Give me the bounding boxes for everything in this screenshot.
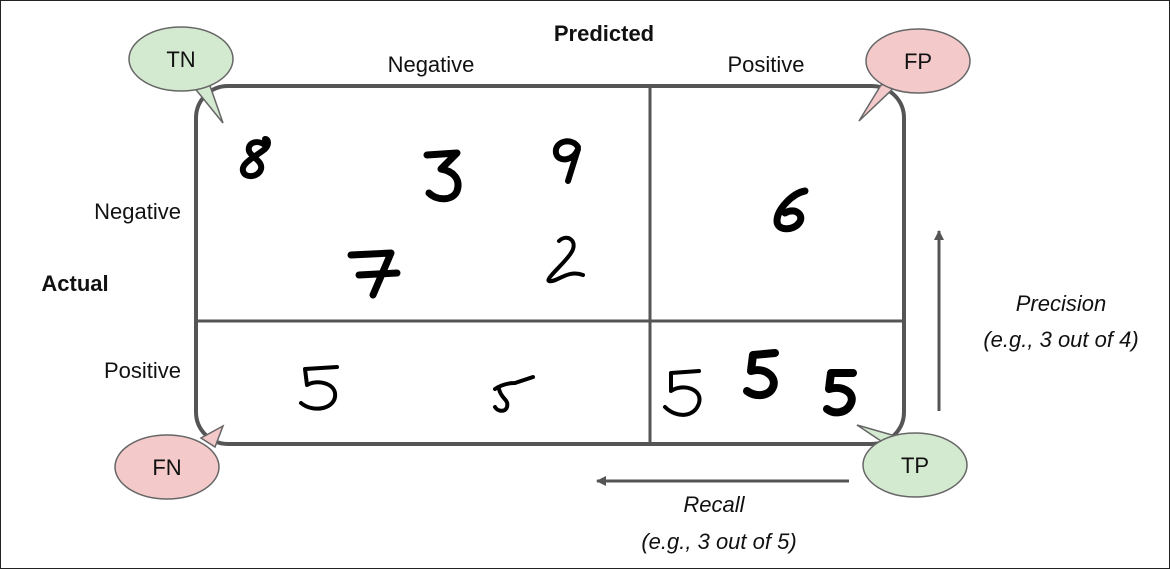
tp-bubble: TP <box>856 424 968 498</box>
digit-image-5b <box>493 375 535 413</box>
matrix-border <box>194 84 906 446</box>
fn-bubble: FN <box>114 424 225 500</box>
precision-label: Precision <box>1016 291 1106 316</box>
fp-bubble-label: FP <box>904 49 932 74</box>
actual-title: Actual <box>41 271 108 296</box>
tp-bubble-body <box>862 432 968 498</box>
digit-image-3 <box>423 149 462 203</box>
digit-image-5e <box>823 369 857 417</box>
fp-bubble-body <box>865 28 971 94</box>
fp-bubble: FP <box>858 28 971 122</box>
digit-image-9 <box>552 138 581 184</box>
fn-bubble-tail <box>199 424 225 449</box>
tn-bubble-label: TN <box>166 47 195 72</box>
precision-example: (e.g., 3 out of 4) <box>983 327 1138 352</box>
true-positive-cell <box>663 349 857 417</box>
column-label-positive: Positive <box>727 52 804 77</box>
column-label-negative: Negative <box>388 52 475 77</box>
fn-bubble-body <box>114 434 220 500</box>
digit-image-5a <box>299 365 339 411</box>
recall-label: Recall <box>683 492 745 517</box>
false-positive-cell <box>773 187 809 233</box>
digit-image-8 <box>239 136 271 179</box>
tp-bubble-label: TP <box>901 453 929 478</box>
tn-bubble: TN <box>128 26 234 124</box>
row-label-negative: Negative <box>94 199 181 224</box>
true-negative-cell <box>239 136 585 299</box>
recall-example: (e.g., 3 out of 5) <box>641 529 796 554</box>
predicted-title: Predicted <box>554 21 654 46</box>
digit-image-2 <box>546 235 585 284</box>
digit-image-7 <box>347 249 401 299</box>
false-negative-cell <box>299 365 535 413</box>
digit-image-5c <box>663 369 702 417</box>
row-label-positive: Positive <box>104 358 181 383</box>
digit-image-5d <box>743 349 779 400</box>
fn-bubble-label: FN <box>152 455 181 480</box>
tn-bubble-body <box>128 26 234 92</box>
digit-image-6 <box>773 187 809 233</box>
